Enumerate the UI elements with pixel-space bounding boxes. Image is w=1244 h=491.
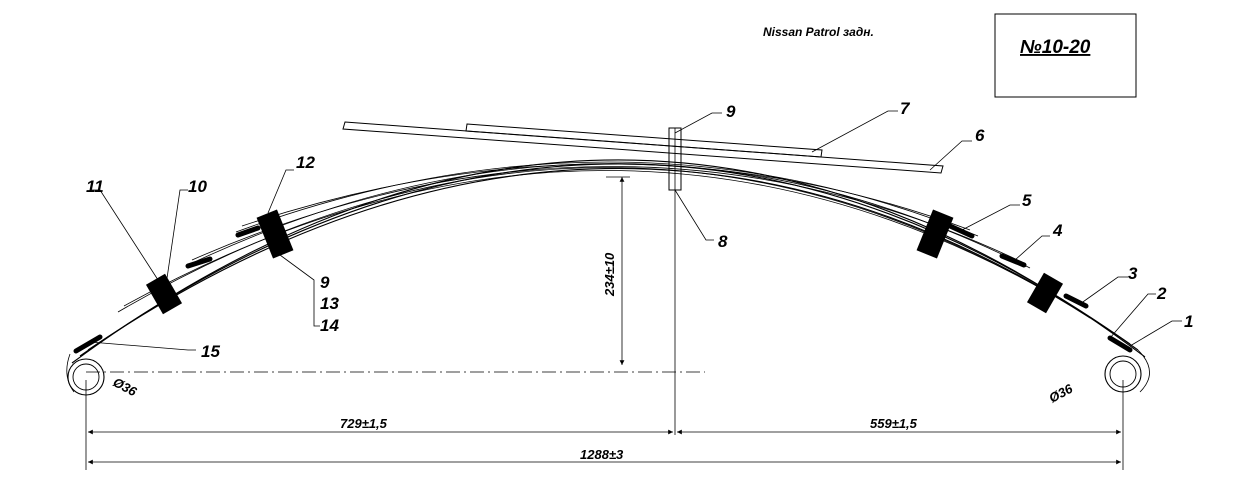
- callout-7: 7: [900, 99, 911, 118]
- callout-1: 1: [1184, 312, 1193, 331]
- right-span-label: 559±1,5: [870, 416, 918, 431]
- leaf-1: [71, 159, 1146, 364]
- eye-right-label: Ø36: [1046, 381, 1075, 406]
- callout-12: 12: [296, 153, 315, 172]
- leaf-5: [235, 161, 979, 237]
- eye-left-label: Ø36: [111, 374, 140, 399]
- clamp-left-outer: [145, 273, 183, 315]
- callout-3: 3: [1128, 264, 1138, 283]
- leaf-7: [465, 123, 823, 158]
- header-title: Nissan Patrol задн.: [763, 25, 874, 39]
- callout-10: 10: [188, 177, 207, 196]
- height-dim-label: 234±10: [602, 252, 617, 297]
- callout-2: 2: [1156, 284, 1167, 303]
- clamps: [145, 209, 1064, 315]
- callout-9-top: 9: [726, 102, 736, 121]
- callout-4: 4: [1052, 221, 1063, 240]
- center-bolt: [668, 127, 682, 191]
- drawing-code: №10-20: [1020, 37, 1091, 58]
- clamp-left-inner: [256, 209, 294, 259]
- callout-6: 6: [975, 126, 985, 145]
- left-eye: [66, 353, 105, 396]
- code-box: [994, 13, 1137, 98]
- callout-9-side: 9: [320, 273, 330, 292]
- total-span-label: 1288±3: [580, 447, 624, 462]
- callout-14: 14: [320, 316, 339, 335]
- callout-5: 5: [1022, 191, 1032, 210]
- callout-11: 11: [86, 177, 104, 196]
- leaf-4: [185, 163, 1031, 269]
- clamp-right-outer: [1026, 272, 1064, 314]
- right-eye: [1104, 349, 1150, 393]
- leader-lines: [89, 110, 1182, 351]
- callout-8: 8: [718, 232, 728, 251]
- pads: [73, 223, 1133, 354]
- leaf-4-inner: [191, 166, 1023, 263]
- left-span-label: 729±1,5: [340, 416, 388, 431]
- clamp-right-inner: [916, 209, 954, 259]
- callout-15: 15: [201, 342, 220, 361]
- leaf-5-inner: [241, 163, 971, 231]
- callout-13: 13: [320, 294, 339, 313]
- leaf-2: [87, 168, 1131, 351]
- helper-leaves: [342, 121, 944, 174]
